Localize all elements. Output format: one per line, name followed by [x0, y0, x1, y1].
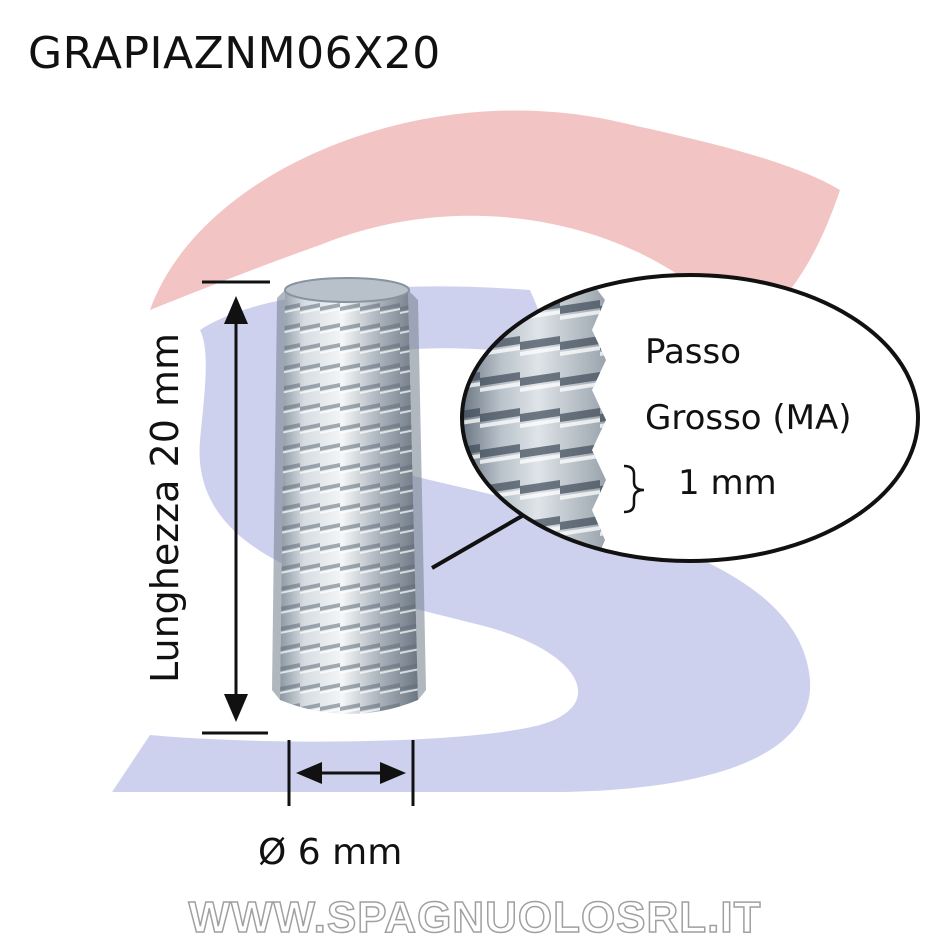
diameter-label: Ø 6 mm: [258, 832, 403, 873]
threaded-screw-icon: [272, 277, 426, 714]
website-watermark: WWW.SPAGNUOLOSRL.IT: [188, 892, 762, 943]
leader-line: [430, 514, 524, 570]
pitch-value: 1 mm: [678, 463, 777, 503]
double-arrow-icon: [287, 740, 415, 806]
curly-brace-icon: [623, 464, 645, 514]
product-code-title: GRAPIAZNM06X20: [28, 28, 441, 79]
arrow-up-icon: [224, 296, 248, 324]
zoom-callout: [460, 273, 920, 563]
length-dimension: [202, 280, 270, 735]
length-label: Lunghezza 20 mm: [143, 333, 187, 683]
arrow-down-icon: [224, 694, 248, 722]
pitch-label-line1: Passo: [645, 332, 742, 372]
pitch-label-line2: Grosso (MA): [645, 398, 852, 438]
